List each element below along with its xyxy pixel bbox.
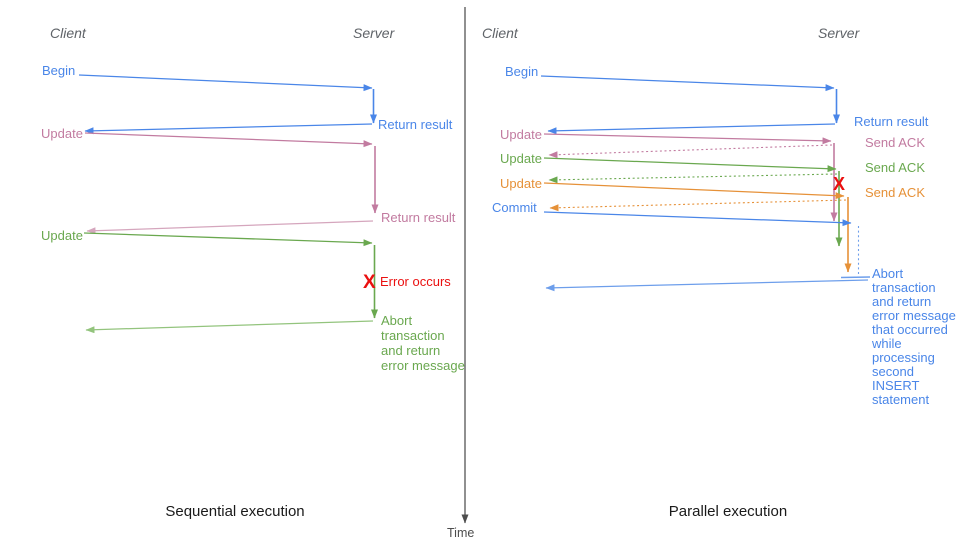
abort-message-right-line-8: second [872,364,914,379]
update-1-request-left [84,132,373,148]
return-result-right [547,123,836,135]
begin-request-left [78,74,373,92]
return-result-2-label-left: Return result [381,210,456,225]
begin-request-right [540,75,835,92]
send-ack-3-label-right: Send ACK [865,185,925,200]
update-1-label-right: Update [500,127,542,142]
abort-return-right [545,279,869,292]
send-ack-3-right [549,199,847,212]
abort-message-left-line-2: transaction [381,328,445,343]
abort-message-right-line-5: that occurred [872,322,948,337]
update-2-request-right [543,157,837,173]
return-result-label-right: Return result [854,114,929,129]
send-ack-1-label-right: Send ACK [865,135,925,150]
update-2-label-right: Update [500,151,542,166]
return-result-2-left [86,220,374,235]
abort-message-right-line-1: Abort [872,266,903,281]
caption-parallel: Parallel execution [669,503,787,520]
begin-label-left: Begin [42,63,75,78]
abort-message-left-line-3: and return [381,343,440,358]
update-3-request-right [543,182,845,200]
commit-request-right [543,211,852,227]
server-header-left: Server [353,25,396,41]
server-end-bar-right [840,276,871,279]
server-header-right: Server [818,25,861,41]
abort-message-right-line-7: processing [872,350,935,365]
update-1-request-right [543,133,832,145]
abort-message-left-line-1: Abort [381,313,412,328]
update-2-request-left [83,232,373,247]
client-header-right: Client [482,25,519,41]
send-ack-1-right [548,144,833,159]
abort-message-right-line-9: INSERT [872,378,919,393]
abort-message-left-line-4: error message [381,358,465,373]
abort-message-right-line-4: error message [872,308,956,323]
update-1-label-left: Update [41,126,83,141]
commit-label-right: Commit [492,200,537,215]
send-ack-2-right [548,173,838,184]
caption-sequential: Sequential execution [165,503,304,520]
abort-message-right-line-2: transaction [872,280,936,295]
abort-message-right-line-3: and return [872,294,931,309]
update-2-label-left: Update [41,228,83,243]
error-x-left: X [363,272,376,293]
abort-message-right-line-10: statement [872,392,929,407]
error-x-right: X [833,174,845,194]
begin-label-right: Begin [505,64,538,79]
abort-message-right-line-6: while [871,336,902,351]
time-axis-label: Time [447,526,474,540]
return-result-1-left [84,123,373,135]
return-result-1-label-left: Return result [378,117,453,132]
update-3-label-right: Update [500,176,542,191]
abort-return-left [85,320,374,334]
error-occurs-label-left: Error occurs [380,274,451,289]
client-header-left: Client [50,25,87,41]
send-ack-2-label-right: Send ACK [865,160,925,175]
